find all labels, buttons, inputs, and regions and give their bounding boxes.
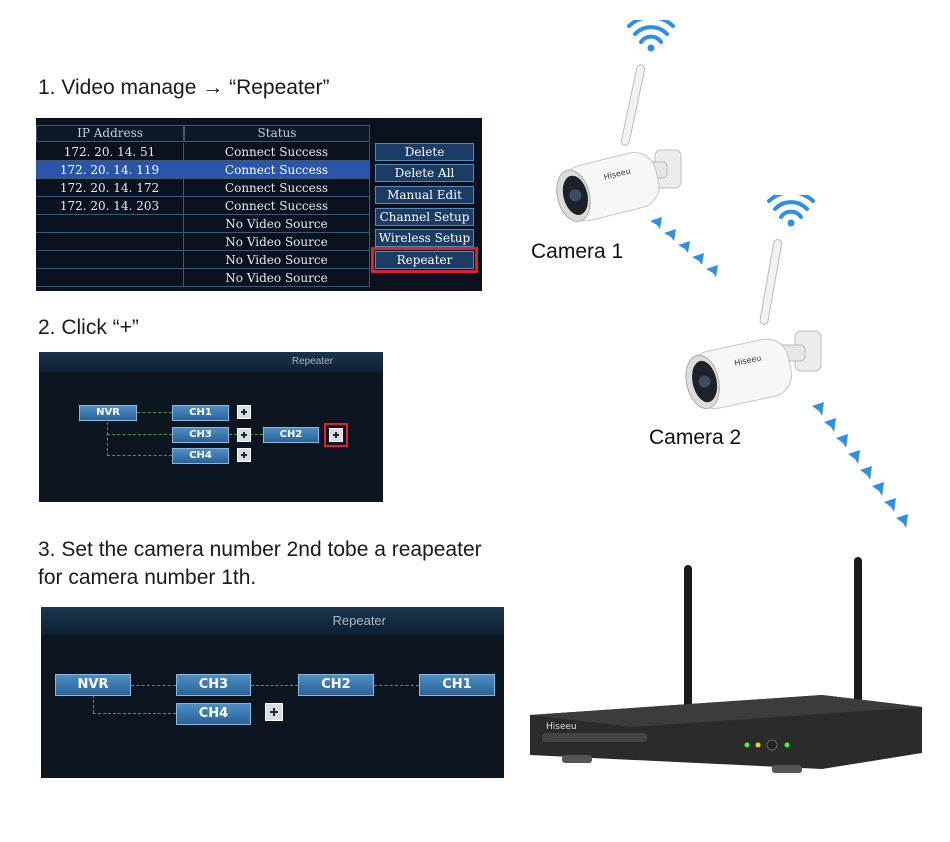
link-line [251, 685, 298, 686]
ip-cell: 172. 20. 14. 51 [36, 143, 184, 161]
channel-setup-button[interactable]: Channel Setup [375, 208, 474, 226]
table-row[interactable]: 172. 20. 14. 172 Connect Success [36, 179, 370, 197]
camera-2-illustration: Hiseeu [675, 190, 835, 415]
ip-cell: 172. 20. 14. 172 [36, 179, 184, 197]
table-row[interactable]: 172. 20. 14. 203 Connect Success [36, 197, 370, 215]
status-cell: No Video Source [184, 269, 370, 287]
table-row-selected[interactable]: 172. 20. 14. 119 Connect Success [36, 161, 370, 179]
status-cell: No Video Source [184, 215, 370, 233]
node-ch1[interactable]: CH1 [172, 405, 229, 421]
ip-cell [36, 269, 184, 287]
link-line [107, 422, 108, 456]
repeater-panel-large: Repeater NVR CH3 CH2 CH1 CH4 [41, 607, 504, 778]
add-plus-icon[interactable] [237, 405, 251, 419]
status-cell: Connect Success [184, 143, 370, 161]
status-header: Status [184, 125, 370, 142]
signal-arrows-icon [650, 217, 718, 277]
ip-cell [36, 251, 184, 269]
ip-cell: 172. 20. 14. 119 [36, 161, 184, 179]
add-plus-icon[interactable] [237, 428, 251, 442]
wireless-setup-button[interactable]: Wireless Setup [375, 229, 474, 247]
node-ch3[interactable]: CH3 [172, 427, 229, 443]
link-line [93, 695, 94, 713]
repeater-button[interactable]: Repeater [371, 247, 478, 273]
status-cell: Connect Success [184, 197, 370, 215]
ip-cell [36, 233, 184, 251]
ip-address-header: IP Address [36, 125, 184, 142]
step2-label: 2. Click “+” [38, 316, 139, 339]
repeater-panel-small: Repeater NVR CH1 CH3 CH2 CH4 [39, 352, 383, 502]
add-plus-icon[interactable] [265, 703, 283, 721]
status-cell: No Video Source [184, 233, 370, 251]
table-row[interactable]: 172. 20. 14. 51 Connect Success [36, 143, 370, 161]
link-line [93, 713, 176, 714]
table-row[interactable]: No Video Source [36, 215, 370, 233]
camera-2-icon: Hiseeu [685, 190, 822, 410]
status-cell: Connect Success [184, 179, 370, 197]
delete-all-button[interactable]: Delete All [375, 164, 474, 182]
status-cell: Connect Success [184, 161, 370, 179]
link-line [374, 685, 419, 686]
nvr-device-icon: Hiseeu [530, 557, 922, 773]
signal-arrows-icon [812, 402, 908, 528]
node-nvr[interactable]: NVR [55, 674, 131, 696]
node-ch4[interactable]: CH4 [172, 448, 229, 464]
node-ch1[interactable]: CH1 [419, 674, 495, 696]
nvr-recorder-illustration: Hiseeu [522, 555, 922, 795]
link-line [107, 434, 172, 435]
table-row[interactable]: No Video Source [36, 233, 370, 251]
node-ch2[interactable]: CH2 [298, 674, 374, 696]
table-row[interactable]: No Video Source [36, 251, 370, 269]
manual-edit-button[interactable]: Manual Edit [375, 186, 474, 204]
add-plus-icon[interactable] [237, 448, 251, 462]
camera-1-icon: Hiseeu [556, 15, 682, 222]
step3-label-line1: 3. Set the camera number 2nd tobe a reap… [38, 538, 482, 561]
repeater-title: Repeater [41, 607, 504, 635]
node-nvr[interactable]: NVR [79, 405, 137, 421]
repeater-title: Repeater [39, 352, 383, 372]
link-line [107, 455, 172, 456]
status-cell: No Video Source [184, 251, 370, 269]
nvr-brand-label: Hiseeu [546, 722, 577, 732]
node-ch4[interactable]: CH4 [176, 703, 251, 725]
node-ch3[interactable]: CH3 [176, 674, 251, 696]
table-row[interactable]: No Video Source [36, 269, 370, 287]
link-line [137, 412, 172, 413]
camera-2-label: Camera 2 [649, 426, 742, 449]
ip-cell [36, 215, 184, 233]
ip-cell: 172. 20. 14. 203 [36, 197, 184, 215]
camera-1-illustration: Hiseeu [545, 15, 695, 230]
add-plus-icon-highlighted[interactable] [324, 423, 348, 447]
camera-1-label: Camera 1 [531, 240, 624, 263]
device-list-panel: IP Address Status 172. 20. 14. 51 Connec… [36, 118, 482, 291]
delete-button[interactable]: Delete [375, 143, 474, 161]
node-ch2[interactable]: CH2 [263, 427, 319, 443]
step1-label: 1. Video manage → “Repeater” [38, 76, 330, 99]
step3-label-line2: for camera number 1th. [38, 566, 257, 589]
link-line [131, 685, 176, 686]
